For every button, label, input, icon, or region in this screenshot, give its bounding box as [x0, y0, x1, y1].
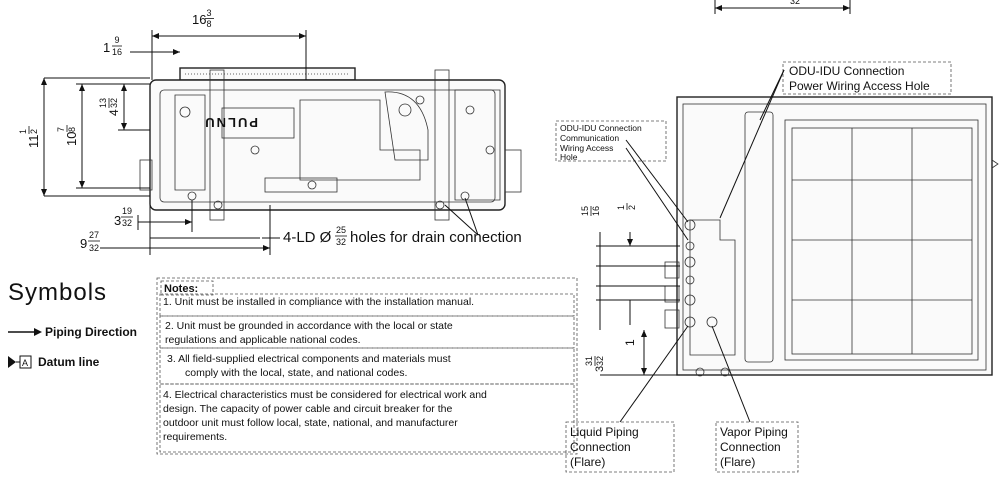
svg-text:16: 16 [591, 206, 601, 216]
svg-text:15: 15 [580, 206, 590, 216]
svg-text:32: 32 [122, 218, 132, 228]
svg-text:1: 1 [623, 339, 637, 346]
svg-text:32: 32 [89, 243, 99, 253]
svg-text:3: 3 [594, 366, 606, 372]
fan-grille [784, 119, 979, 361]
svg-text:1: 1 [18, 129, 28, 134]
svg-text:2: 2 [29, 129, 39, 134]
note-item: design. The capacity of power cable and … [163, 403, 452, 415]
liquid-port [684, 316, 696, 328]
piping-direction-label: Piping Direction [45, 325, 137, 339]
svg-text:32: 32 [109, 98, 119, 108]
dim-top-right: 32 [714, 0, 851, 14]
svg-text:(Flare): (Flare) [720, 455, 755, 469]
svg-text:(Flare): (Flare) [570, 455, 605, 469]
svg-text:13: 13 [98, 98, 108, 108]
drain-hole [460, 191, 470, 201]
note-item: 2. Unit must be grounded in accordance w… [165, 320, 453, 332]
note-item: 3. All field-supplied electrical compone… [167, 353, 451, 365]
svg-text:A: A [22, 358, 28, 368]
note-item: outdoor unit must follow local, state, n… [163, 417, 458, 429]
right-bracket [434, 69, 450, 221]
datum-flag-icon [8, 356, 16, 368]
callout-vapor-piping: Vapor Piping Connection (Flare) [711, 325, 799, 473]
svg-text:Vapor Piping: Vapor Piping [720, 425, 788, 439]
svg-text:3: 3 [206, 8, 211, 18]
note-item: 1. Unit must be installed in compliance … [163, 296, 474, 308]
front-view [664, 96, 999, 377]
svg-text:Hole: Hole [560, 152, 578, 162]
note-item: regulations and applicable national code… [165, 334, 361, 346]
svg-text:holes for drain connection: holes for drain connection [350, 229, 522, 246]
symbols-title: Symbols [8, 279, 107, 306]
dim-top-width: 16 3 8 [151, 8, 307, 80]
svg-text:31: 31 [584, 356, 594, 366]
right-side-box [504, 149, 522, 193]
unit-logo: PULNU [203, 115, 258, 130]
svg-text:27: 27 [89, 230, 99, 240]
left-bracket [209, 69, 225, 221]
svg-text:Connection: Connection [570, 440, 631, 454]
symbols-legend: Symbols Piping Direction A Datum line [8, 279, 137, 369]
dim-bottom-offset: 9 27 32 [80, 205, 271, 255]
svg-text:ODU-IDU Connection: ODU-IDU Connection [789, 64, 904, 78]
note-item: requirements. [163, 431, 227, 443]
svg-text:16: 16 [112, 47, 122, 57]
callout-power-wiring: ODU-IDU Connection Power Wiring Access H… [719, 61, 952, 219]
callout-liquid-piping: Liquid Piping Connection (Flare) [565, 325, 689, 473]
svg-text:7: 7 [56, 127, 66, 132]
left-side-box [139, 159, 153, 191]
datum-line-label: Datum line [38, 355, 100, 369]
svg-text:11: 11 [26, 135, 41, 149]
top-view: PULNU [139, 67, 522, 221]
unit-body-outline [149, 79, 506, 211]
svg-text:Liquid Piping: Liquid Piping [570, 425, 639, 439]
notes-heading: Notes: [164, 283, 198, 295]
dim-right-side: 15 16 1 2 1 31 32 3 [580, 203, 680, 376]
svg-text:10: 10 [64, 132, 79, 146]
svg-text:19: 19 [122, 206, 132, 216]
svg-text:8: 8 [206, 19, 211, 29]
dim-height-inner: 10 7 8 [56, 83, 150, 189]
drain-hole [435, 200, 445, 210]
note-item: comply with the local, state, and nation… [185, 367, 407, 379]
svg-text:3: 3 [114, 213, 121, 228]
svg-text:9: 9 [80, 236, 87, 251]
service-panel [744, 111, 774, 363]
drain-hole [213, 200, 223, 210]
svg-text:16: 16 [192, 12, 206, 27]
drain-callout: 4-LD Ø 25 32 holes for drain connection [262, 197, 522, 247]
svg-text:32: 32 [336, 237, 346, 247]
svg-text:32: 32 [595, 356, 605, 366]
svg-text:8: 8 [67, 127, 77, 132]
datum-badge [19, 355, 32, 369]
svg-text:32: 32 [790, 0, 800, 6]
dim-height-slot: 4 13 32 [98, 84, 150, 131]
svg-text:Communication: Communication [560, 133, 619, 143]
svg-text:Connection: Connection [720, 440, 781, 454]
note-item: 4. Electrical characteristics must be co… [163, 389, 487, 401]
svg-text:Power Wiring Access Hole: Power Wiring Access Hole [789, 79, 930, 93]
svg-text:1: 1 [616, 205, 626, 210]
callout-comm-wiring: ODU-IDU Connection Communication Wiring … [555, 120, 689, 241]
svg-text:ODU-IDU Connection: ODU-IDU Connection [560, 123, 642, 133]
svg-text:1: 1 [103, 40, 110, 55]
svg-text:2: 2 [627, 205, 637, 210]
svg-text:Wiring Access: Wiring Access [560, 143, 613, 153]
notes-box: Notes: 1. Unit must be installed in comp… [156, 277, 578, 455]
svg-text:25: 25 [336, 225, 346, 235]
svg-text:9: 9 [114, 35, 119, 45]
arrow-head-icon [34, 328, 42, 336]
svg-text:4: 4 [107, 109, 121, 116]
dim-offset-left: 1 9 16 [103, 35, 180, 57]
drain-label: 4-LD Ø [283, 229, 332, 246]
valve-cover [689, 219, 736, 356]
dim-bottom-left: 3 19 32 [114, 200, 193, 232]
front-cabinet [676, 96, 993, 376]
dim-height-outer: 11 1 2 [18, 77, 150, 197]
